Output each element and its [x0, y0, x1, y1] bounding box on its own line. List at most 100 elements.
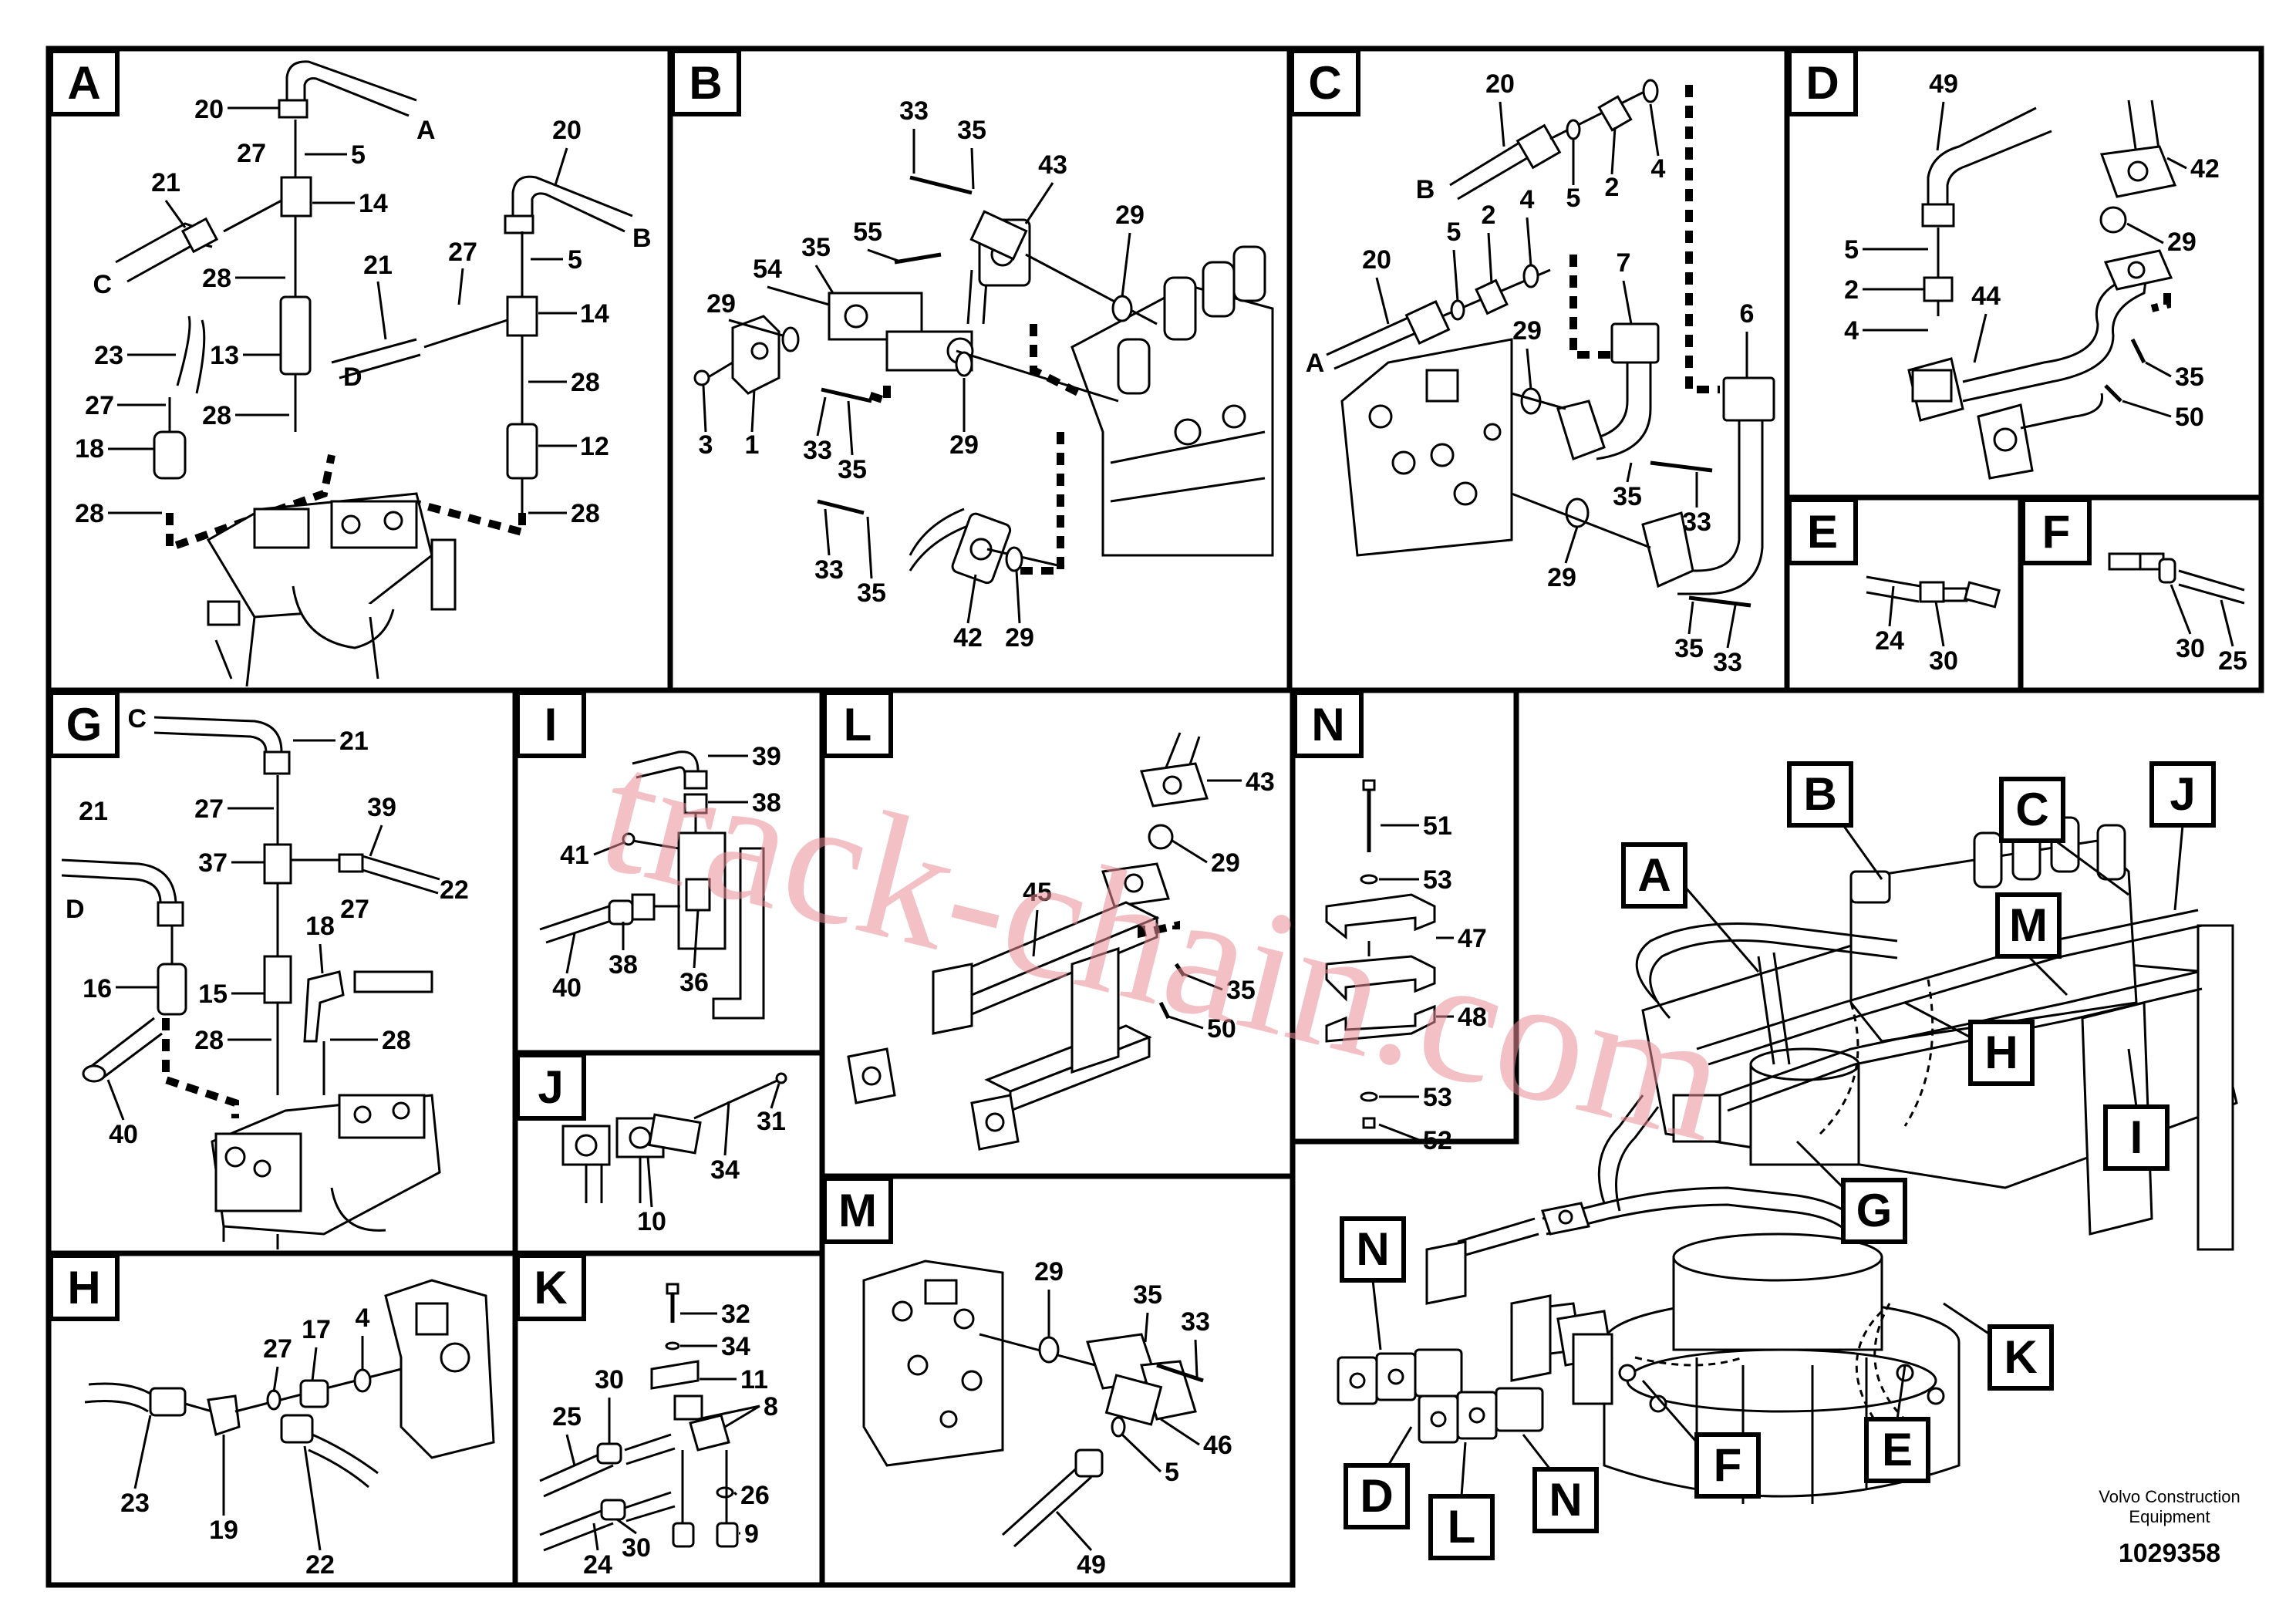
callout-5: 5: [1165, 1458, 1179, 1487]
callout-27: 27: [448, 238, 477, 267]
callout-4: 4: [356, 1303, 370, 1333]
callout-20: 20: [1485, 69, 1515, 99]
label-b-line: B: [632, 224, 652, 253]
overview-label-f: F: [1714, 1439, 1742, 1491]
callout-35: 35: [857, 578, 886, 608]
callout-40: 40: [109, 1120, 138, 1149]
panel-f-letter: F: [2042, 506, 2071, 558]
callout-39: 39: [752, 742, 781, 771]
panel-f-drawing: 30 25: [2108, 552, 2247, 676]
callout-29: 29: [706, 289, 736, 319]
callout-29: 29: [1034, 1257, 1064, 1286]
callout-35: 35: [838, 455, 867, 484]
callout-25: 25: [552, 1402, 582, 1431]
callout-48: 48: [1458, 1003, 1487, 1032]
callout-5: 5: [1844, 235, 1859, 265]
panel-l-letter: L: [844, 699, 872, 750]
callout-35: 35: [1674, 634, 1704, 663]
callout-43: 43: [1038, 150, 1067, 180]
panel-a-drawing: 20 A 27 5 21 14 C 28 23 13 27 18 28 28 2…: [75, 60, 652, 687]
callout-33: 33: [1682, 508, 1711, 537]
callout-43: 43: [1246, 767, 1275, 797]
machine-overview: B C J A M H I G K N F E D: [1337, 761, 2238, 1560]
callout-25: 25: [2218, 646, 2247, 676]
callout-23: 23: [120, 1489, 150, 1518]
callout-21: 21: [79, 797, 108, 826]
callout-53: 53: [1423, 865, 1452, 895]
callout-3: 3: [699, 430, 713, 460]
callout-4: 4: [1520, 185, 1535, 214]
footer-drawing-number: 1029358: [2119, 1539, 2220, 1568]
callout-33: 33: [1713, 648, 1742, 677]
callout-27: 27: [237, 139, 266, 168]
callout-28: 28: [202, 264, 231, 293]
callout-1: 1: [745, 430, 760, 460]
callout-24: 24: [1875, 626, 1904, 656]
callout-5: 5: [568, 245, 582, 275]
callout-33: 33: [814, 555, 844, 585]
panel-e-letter: E: [1807, 506, 1838, 558]
callout-22: 22: [440, 875, 469, 905]
callout-13: 13: [210, 341, 239, 370]
callout-22: 22: [305, 1550, 335, 1580]
panel-h-letter: H: [67, 1262, 100, 1313]
callout-49: 49: [1929, 69, 1958, 99]
callout-21: 21: [151, 168, 180, 197]
callout-20: 20: [194, 95, 224, 124]
callout-33: 33: [899, 96, 929, 126]
panel-n-letter: N: [1311, 699, 1344, 750]
panel-j-drawing: 31 34 10: [561, 1072, 787, 1236]
label-a-line: A: [416, 116, 436, 145]
panel-letter-boxes: A B C D E F G I J L N H K M: [49, 49, 2092, 1321]
callout-34: 34: [710, 1155, 740, 1185]
callout-55: 55: [853, 218, 882, 247]
panel-j-letter: J: [538, 1061, 563, 1113]
callout-23: 23: [94, 341, 123, 370]
panel-i-letter: I: [544, 699, 558, 750]
callout-9: 9: [744, 1519, 759, 1549]
callout-2: 2: [1844, 275, 1859, 305]
callout-14: 14: [359, 189, 388, 218]
label-a-line: A: [1306, 349, 1325, 378]
overview-label-c: C: [2015, 784, 2048, 835]
callout-4: 4: [1651, 154, 1666, 184]
callout-5: 5: [1447, 218, 1462, 247]
label-c-line: C: [93, 270, 112, 299]
callout-30: 30: [1929, 646, 1958, 676]
callout-29: 29: [1005, 623, 1034, 653]
callout-32: 32: [721, 1300, 750, 1329]
callout-38: 38: [752, 788, 781, 818]
overview-label-n-2: N: [1549, 1474, 1582, 1526]
label-d-line: D: [66, 895, 85, 924]
callout-51: 51: [1423, 811, 1452, 841]
panel-g-letter: G: [66, 699, 103, 750]
overview-label-k: K: [2004, 1331, 2037, 1383]
callout-49: 49: [1077, 1550, 1106, 1580]
callout-35: 35: [2175, 363, 2204, 392]
callout-16: 16: [83, 974, 112, 1003]
callout-47: 47: [1458, 924, 1487, 953]
callout-27: 27: [340, 895, 369, 924]
overview-label-l: L: [1448, 1501, 1476, 1553]
callout-6: 6: [1740, 299, 1755, 329]
panel-c-drawing: 20 5 2 4 B 20 5 2 4 A 7 6 29 35 33 29 35…: [1306, 69, 1775, 677]
label-c-line: C: [127, 704, 147, 733]
callout-52: 52: [1423, 1126, 1452, 1155]
callout-2: 2: [1605, 173, 1620, 202]
panel-m-drawing: 29 35 33 46 5 49: [862, 1257, 1232, 1580]
callout-30: 30: [622, 1533, 651, 1563]
callout-27: 27: [194, 794, 224, 824]
callout-29: 29: [1211, 848, 1240, 878]
panel-d-letter: D: [1805, 57, 1839, 109]
callout-44: 44: [1971, 282, 2001, 311]
callout-20: 20: [552, 116, 582, 145]
callout-15: 15: [198, 980, 228, 1009]
callout-18: 18: [75, 434, 104, 464]
callout-33: 33: [1181, 1307, 1210, 1337]
callout-50: 50: [1207, 1014, 1236, 1044]
callout-19: 19: [209, 1516, 238, 1545]
callout-12: 12: [580, 432, 609, 461]
callout-5: 5: [1566, 184, 1581, 213]
overview-label-h: H: [1984, 1027, 2018, 1078]
